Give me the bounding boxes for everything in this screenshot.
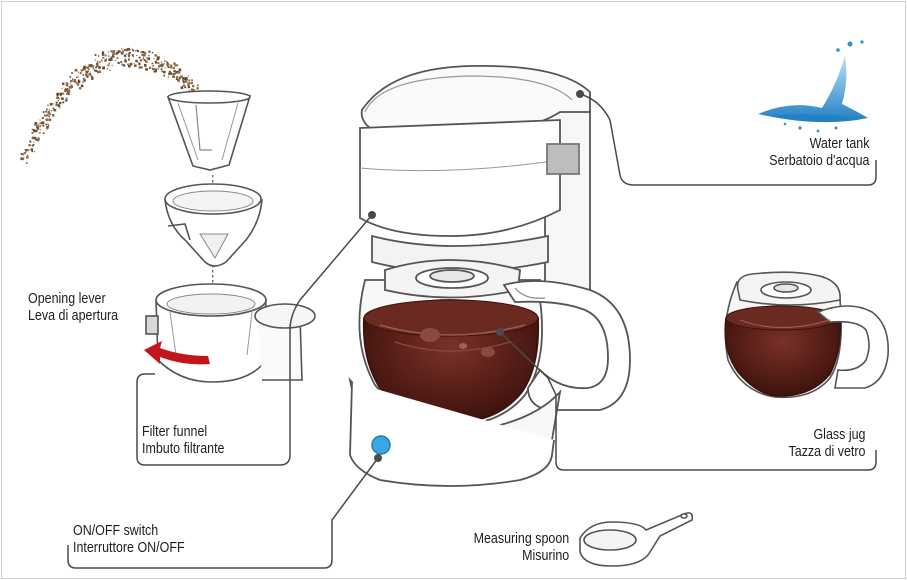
water-tank-label: Water tank Serbatoio d'acqua: [769, 136, 869, 170]
glass-jug-label: Glass jug Tazza di vetro: [788, 427, 865, 461]
filter-funnel-label: Filter funnel Imbuto filtrante: [142, 424, 224, 458]
measuring-spoon-illustration: [579, 512, 694, 567]
glass-jug-label-it: Tazza di vetro: [788, 444, 865, 460]
coffee-maker: [348, 64, 631, 487]
filter-funnel-label-en: Filter funnel: [142, 424, 208, 440]
measuring-spoon-label-it: Misurino: [521, 548, 569, 564]
coffee-grounds-stream: [20, 47, 217, 298]
filter-basket: [164, 183, 263, 267]
paper-filter: [166, 90, 252, 171]
leader-lines: [67, 93, 877, 569]
glass-jug-illustration: [724, 271, 889, 399]
water-splash-icon: [758, 40, 868, 133]
on-off-switch-label: ON/OFF switch Interruttore ON/OFF: [73, 523, 185, 557]
opening-lever-label-it: Leva di apertura: [28, 308, 119, 324]
filter-funnel-label-it: Imbuto filtrante: [142, 441, 225, 457]
water-tank-label-it: Serbatoio d'acqua: [768, 153, 869, 169]
power-switch-icon[interactable]: [371, 435, 391, 455]
measuring-spoon-label: Measuring spoon Misurino: [473, 531, 569, 565]
measuring-spoon-label-en: Measuring spoon: [473, 531, 569, 547]
on-off-switch-label-it: Interruttore ON/OFF: [73, 540, 185, 556]
water-tank-label-en: Water tank: [809, 136, 869, 152]
glass-jug-label-en: Glass jug: [813, 427, 865, 443]
on-off-switch-label-en: ON/OFF switch: [73, 523, 159, 539]
opening-lever-label: Opening lever Leva di apertura: [28, 291, 118, 325]
open-direction-arrow: [144, 341, 210, 365]
opening-lever-label-en: Opening lever: [28, 291, 106, 307]
leader-dots: [368, 90, 584, 462]
